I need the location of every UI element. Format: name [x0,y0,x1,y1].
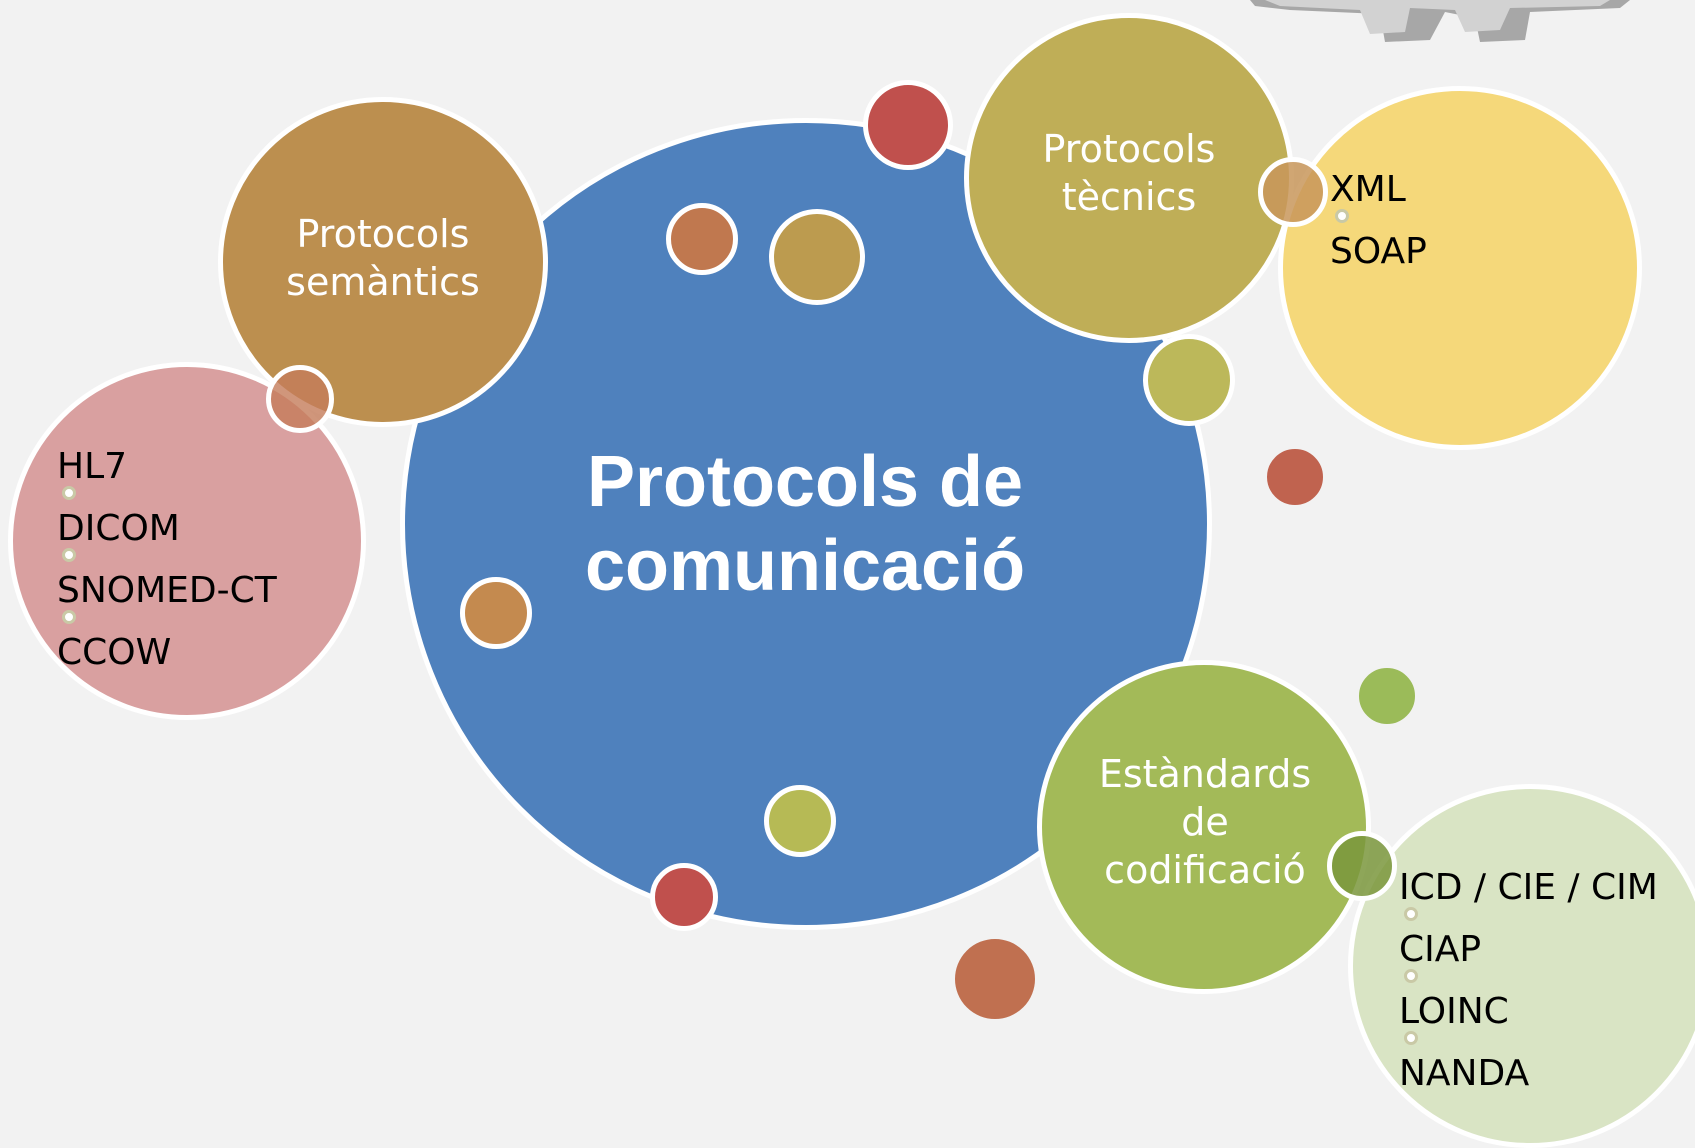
decorative-dot [650,863,718,931]
bullet-icon [62,486,76,500]
coding-category-circle [1037,660,1371,994]
technical-items-list: XML SOAP [1330,159,1427,283]
coding-label-line1: Estàndards [1098,752,1312,796]
coding-items-list: ICD / CIE / CIM CIAP LOINC NANDA [1399,857,1658,1105]
decorative-dot [950,934,1040,1024]
decorative-dot [1143,334,1235,426]
technical-label-line2: tècnics [1061,175,1197,219]
list-item: CIAP [1399,907,1658,981]
puzzle-graphic [1250,0,1630,42]
technical-category-label: Protocols tècnics [984,125,1274,221]
semantic-category-circle [218,97,548,427]
bullet-icon [1404,969,1418,983]
coding-category-label: Estàndards de codificació [1055,750,1355,894]
bullet-icon [1335,209,1349,223]
decorative-dot [769,209,865,305]
semantic-label-line1: Protocols [296,212,470,256]
list-item: CCOW [57,610,277,684]
technical-category-circle [964,13,1294,343]
decorative-dot [1262,444,1328,510]
decorative-dot [666,203,738,275]
list-item: NANDA [1399,1031,1658,1105]
technical-label-line1: Protocols [1042,127,1216,171]
bullet-icon [1404,1031,1418,1045]
list-item: SOAP [1330,209,1427,283]
list-item: XML [1330,169,1406,210]
decorative-dot [863,80,953,170]
technical-items-circle [1278,86,1642,450]
decorative-dot [764,785,836,857]
bullet-icon [62,610,76,624]
semantic-items-list: HL7 DICOM SNOMED-CT CCOW [57,436,277,684]
list-item: ICD / CIE / CIM [1399,867,1658,908]
bullet-icon [1404,907,1418,921]
list-item: HL7 [57,446,128,487]
list-item: DICOM [57,486,277,560]
center-title-line2: comunicació [584,526,1026,606]
coding-label-line3: codificació [1104,848,1306,892]
bullet-icon [62,548,76,562]
center-title-line1: Protocols de [586,442,1024,522]
list-item: LOINC [1399,969,1658,1043]
semantic-category-label: Protocols semàntics [238,210,528,306]
center-title: Protocols de comunicació [490,440,1120,608]
decorative-dot [460,577,532,649]
decorative-dot [1354,663,1420,729]
semantic-connector-dot [266,365,334,433]
technical-connector-dot [1258,157,1328,227]
semantic-label-line2: semàntics [286,260,480,304]
coding-label-line2: de [1181,800,1229,844]
coding-connector-dot [1327,831,1397,901]
list-item: SNOMED-CT [57,548,277,622]
coding-items-circle [1348,784,1695,1148]
